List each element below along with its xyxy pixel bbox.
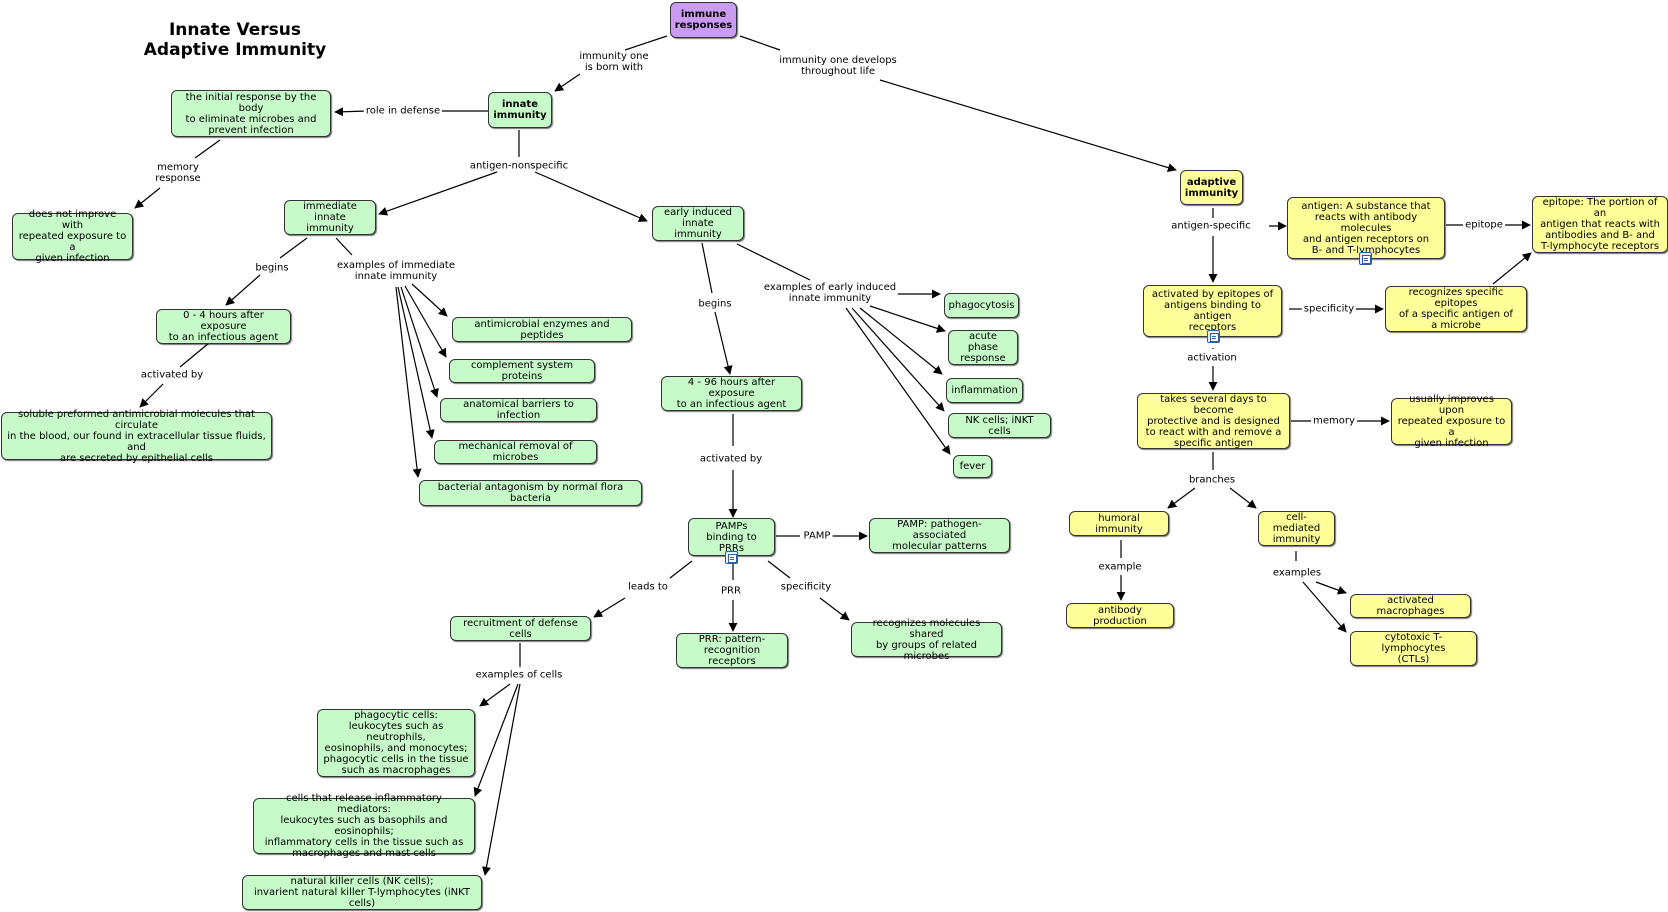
- node-innate-memory[interactable]: does not improve with repeated exposure …: [12, 209, 133, 264]
- node-innate-immunity[interactable]: innate immunity: [488, 92, 552, 128]
- label-activated-by-early: activated by: [697, 453, 765, 465]
- node-prr-definition[interactable]: PRR: pattern- recognition receptors: [676, 633, 788, 668]
- label-examples-immediate: examples of immediate innate immunity: [335, 260, 457, 282]
- label-activation: activation: [1185, 352, 1239, 364]
- label-examples: examples: [1270, 567, 1324, 579]
- label-role-in-defense: role in defense: [363, 105, 443, 117]
- label-specificity-adaptive: specificity: [1301, 303, 1357, 315]
- node-early-induced[interactable]: early induced innate immunity: [652, 206, 744, 241]
- label-examples-early: examples of early induced innate immunit…: [761, 282, 899, 304]
- node-epitope-definition[interactable]: epitope: The portion of an antigen that …: [1532, 196, 1668, 253]
- node-pamps-binding[interactable]: PAMPs binding to PRRs: [688, 518, 775, 556]
- label-prr: PRR: [719, 585, 743, 597]
- label-develops: immunity one develops throughout life: [777, 55, 899, 77]
- antigen-resource-icon[interactable]: [1359, 252, 1372, 265]
- node-cell-mediated[interactable]: cell-mediated immunity: [1258, 511, 1335, 546]
- node-adaptive-immunity[interactable]: adaptive immunity: [1180, 170, 1243, 205]
- label-branches: branches: [1186, 474, 1238, 486]
- node-phagocytic-cells[interactable]: phagocytic cells: leukocytes such as neu…: [317, 709, 475, 777]
- node-acute-phase[interactable]: acute phase response: [948, 330, 1018, 365]
- node-phagocytosis[interactable]: phagocytosis: [944, 293, 1019, 318]
- node-early-time[interactable]: 4 - 96 hours after exposure to an infect…: [661, 376, 802, 411]
- label-activated-by-immediate: activated by: [138, 369, 206, 381]
- label-specificity-pamps: specificity: [778, 581, 834, 593]
- node-bacterial-antagonism[interactable]: bacterial antagonism by normal flora bac…: [419, 480, 642, 506]
- node-anatomical-barriers[interactable]: anatomical barriers to infection: [440, 398, 597, 422]
- map-title: Innate Versus Adaptive Immunity: [143, 20, 327, 60]
- node-takes-several-days[interactable]: takes several days to become protective …: [1137, 393, 1290, 449]
- node-soluble-molecules[interactable]: soluble preformed antimicrobial molecule…: [1, 409, 272, 464]
- activation-resource-icon[interactable]: [1207, 330, 1220, 343]
- node-immune-responses[interactable]: immune responses: [670, 2, 737, 38]
- node-recruitment[interactable]: recruitment of defense cells: [450, 616, 591, 641]
- node-natural-killer[interactable]: natural killer cells (NK cells); invarie…: [242, 875, 482, 910]
- label-memory: memory: [1311, 415, 1357, 427]
- label-pamp: PAMP: [801, 530, 833, 542]
- node-immediate-innate[interactable]: immediate innate immunity: [284, 200, 376, 235]
- label-example: example: [1096, 561, 1144, 573]
- node-antimicrobial-enzymes[interactable]: antimicrobial enzymes and peptides: [452, 317, 632, 342]
- node-activated-macrophages[interactable]: activated macrophages: [1350, 594, 1471, 618]
- node-inflammatory-cells[interactable]: cells that release inflammatory mediator…: [253, 793, 475, 859]
- node-complement-proteins[interactable]: complement system proteins: [449, 359, 595, 383]
- label-antigen-nonspecific: antigen-nonspecific: [467, 160, 571, 172]
- label-epitope: epitope: [1463, 219, 1505, 231]
- node-fever[interactable]: fever: [953, 455, 992, 478]
- node-cytotoxic-t-cells[interactable]: cytotoxic T-lymphocytes (CTLs): [1350, 631, 1477, 666]
- node-mechanical-removal[interactable]: mechanical removal of microbes: [434, 440, 597, 464]
- label-begins-early: begins: [696, 298, 734, 310]
- label-memory-response: memory response: [153, 162, 203, 184]
- node-usually-improves[interactable]: usually improves upon repeated exposure …: [1391, 394, 1512, 449]
- node-nk-cells[interactable]: NK cells; iNKT cells: [948, 413, 1051, 438]
- node-recognizes-specific[interactable]: recognizes specific epitopes of a specif…: [1385, 286, 1527, 332]
- node-innate-role[interactable]: the initial response by the body to elim…: [171, 90, 331, 137]
- label-born-with: immunity one is born with: [577, 51, 651, 73]
- node-antigen-definition[interactable]: antigen: A substance that reacts with an…: [1287, 197, 1445, 259]
- node-recognizes-shared[interactable]: recognizes molecules shared by groups of…: [851, 618, 1002, 662]
- node-pamp-definition[interactable]: PAMP: pathogen-associated molecular patt…: [869, 518, 1010, 553]
- node-inflammation[interactable]: inflammation: [946, 378, 1023, 403]
- label-examples-of-cells: examples of cells: [473, 669, 565, 681]
- node-humoral-immunity[interactable]: humoral immunity: [1069, 511, 1169, 536]
- pamps-resource-icon[interactable]: [725, 551, 738, 564]
- label-leads-to: leads to: [626, 581, 670, 593]
- node-antibody-production[interactable]: antibody production: [1066, 603, 1174, 628]
- node-immediate-time[interactable]: 0 - 4 hours after exposure to an infecti…: [156, 309, 291, 344]
- label-antigen-specific: antigen-specific: [1169, 220, 1253, 232]
- label-begins-immediate: begins: [253, 262, 291, 274]
